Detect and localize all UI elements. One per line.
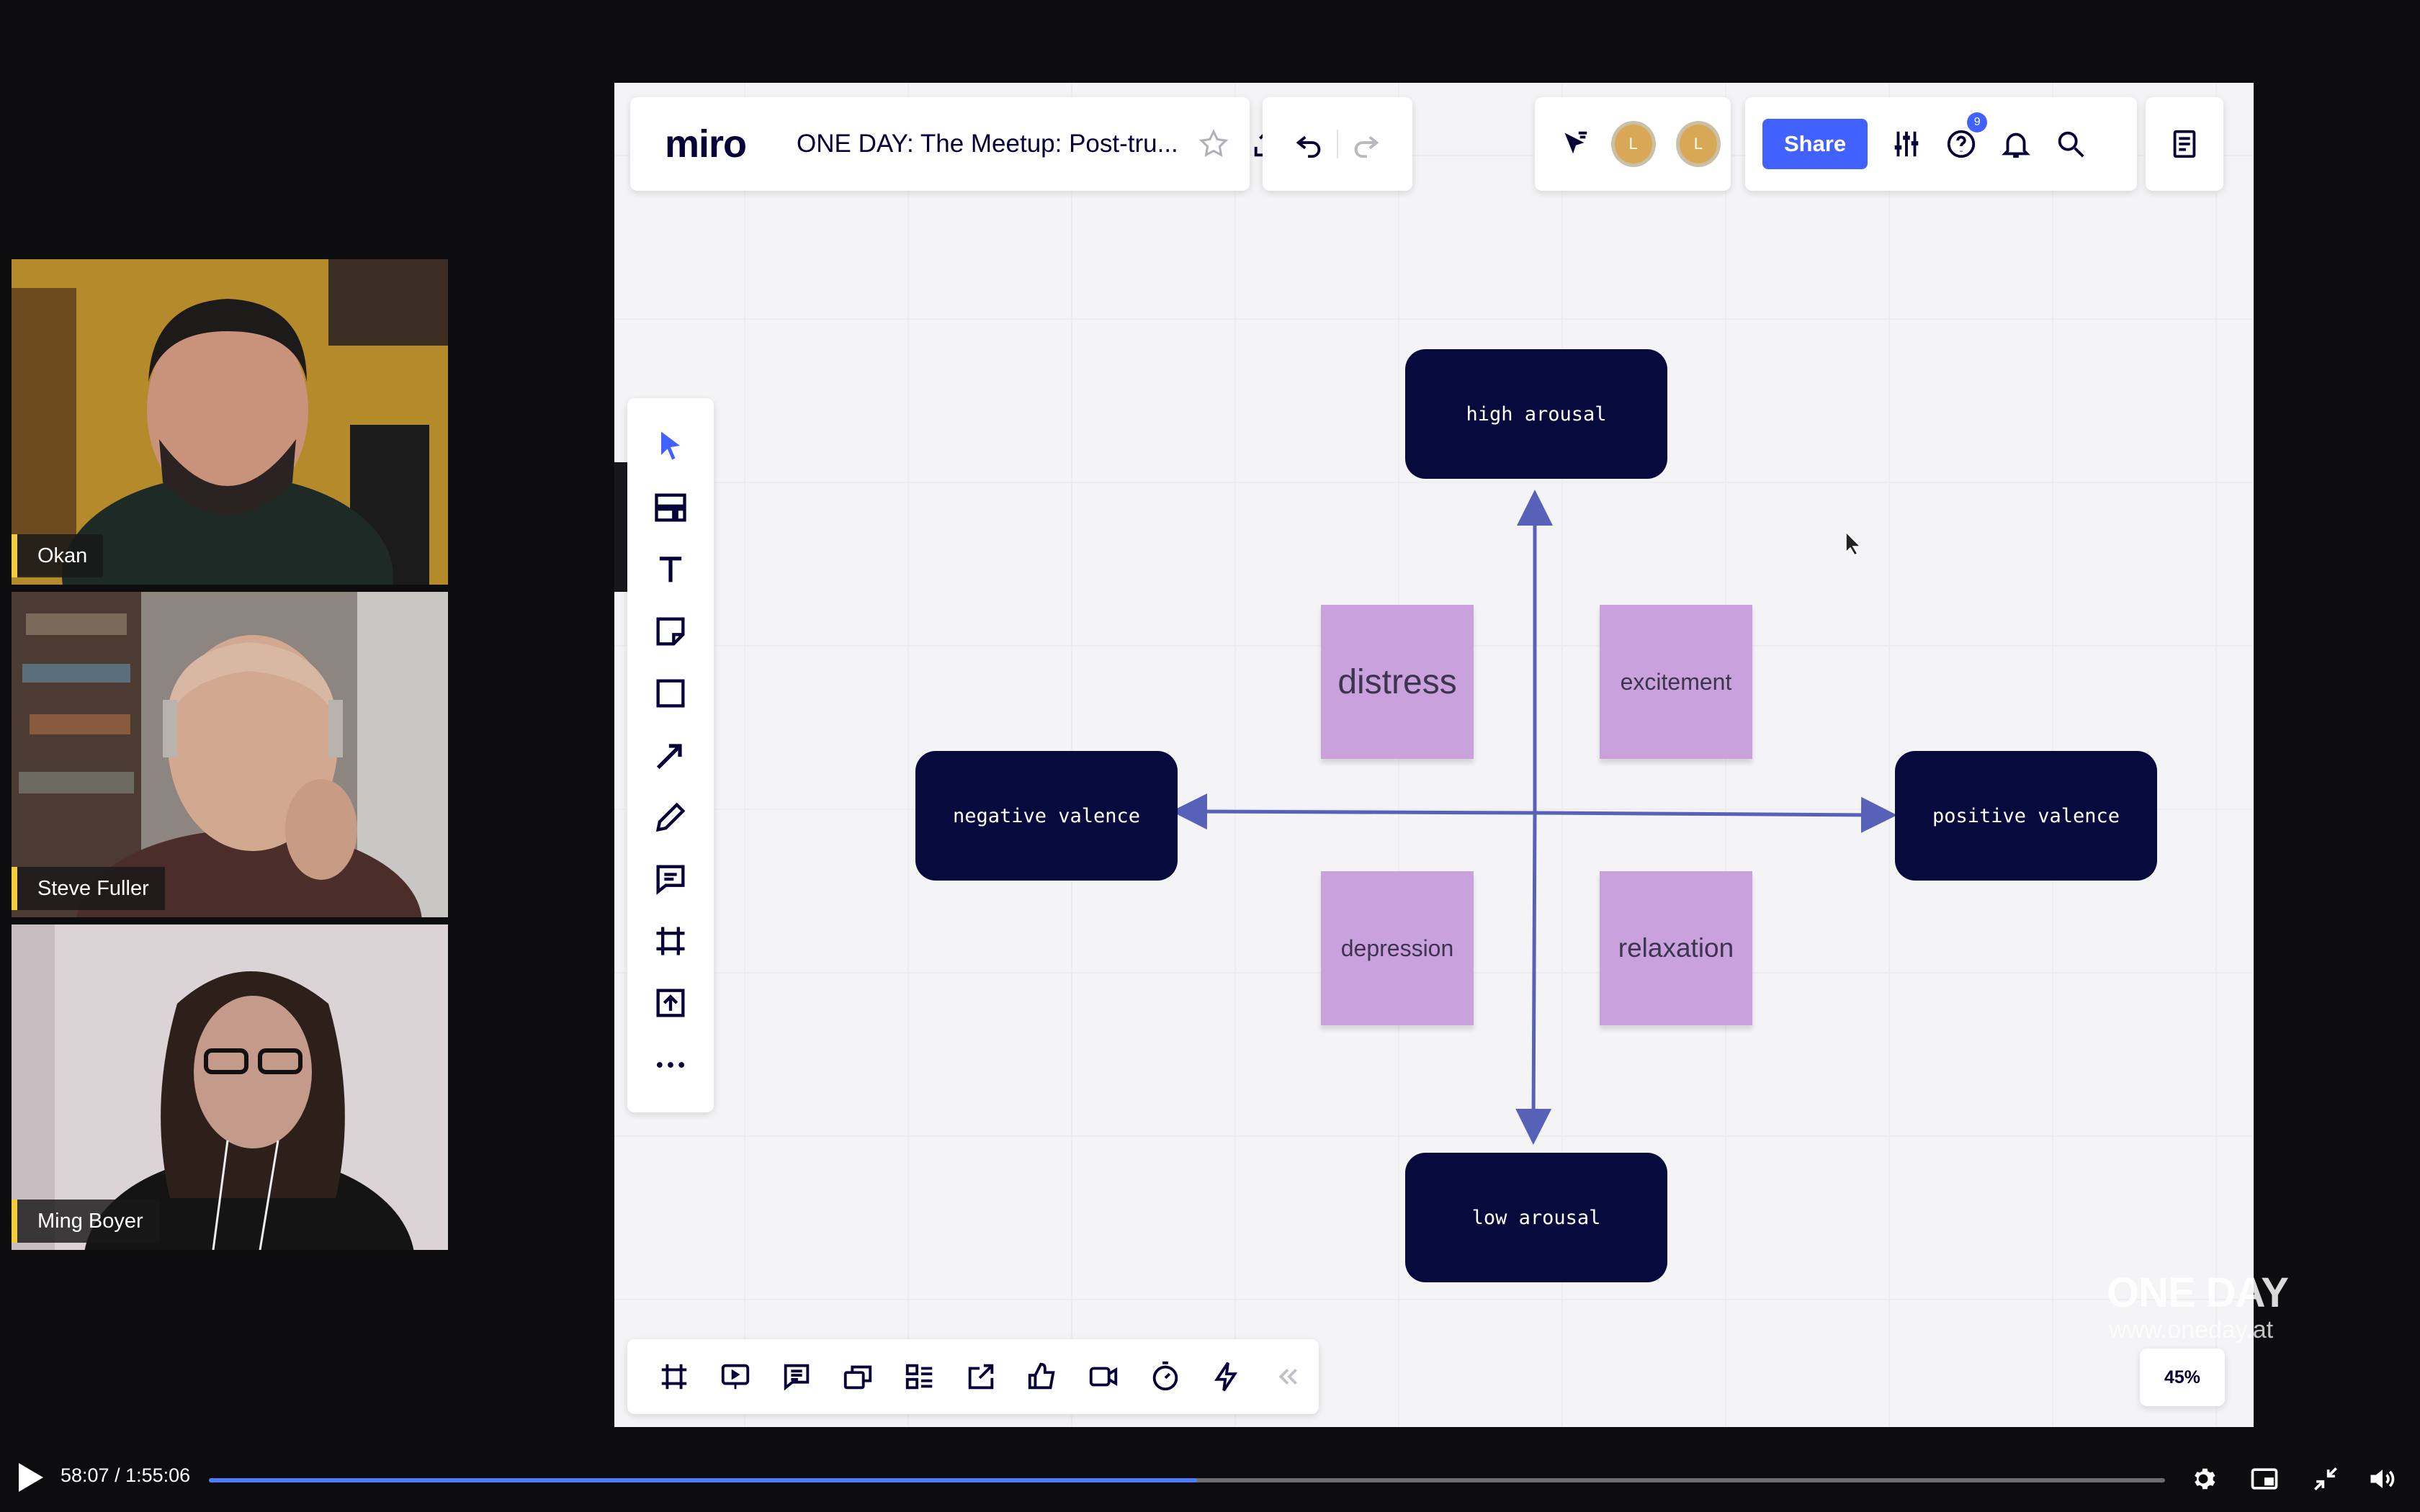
pen-icon[interactable] bbox=[643, 790, 698, 845]
miro-logo[interactable]: miro bbox=[665, 122, 747, 166]
picture-in-picture-icon[interactable] bbox=[2249, 1463, 2280, 1495]
category-negative-valence[interactable]: negative valence bbox=[915, 751, 1178, 881]
sticky-note-relaxation[interactable]: relaxation bbox=[1600, 871, 1752, 1025]
board-header-right: Share 9 bbox=[1745, 97, 2137, 191]
lightning-icon[interactable] bbox=[1196, 1349, 1257, 1404]
text-icon[interactable] bbox=[643, 542, 698, 597]
settings-sliders-icon[interactable] bbox=[1879, 117, 1934, 171]
pen-arrow-icon[interactable] bbox=[643, 728, 698, 783]
watermark-url: www.oneday.at bbox=[2109, 1316, 2274, 1344]
category-low-arousal[interactable]: low arousal bbox=[1405, 1153, 1667, 1282]
settings-gear-icon[interactable] bbox=[2187, 1463, 2219, 1495]
divider bbox=[1337, 130, 1338, 158]
sticky-note-distress[interactable]: distress bbox=[1321, 605, 1474, 759]
sticky-note-depression[interactable]: depression bbox=[1321, 871, 1474, 1025]
collapse-icon[interactable] bbox=[1258, 1349, 1319, 1404]
templates-icon[interactable] bbox=[643, 480, 698, 535]
cursor-filter-icon[interactable] bbox=[1548, 117, 1601, 171]
presentation-icon[interactable] bbox=[704, 1349, 766, 1404]
sidebar-collapse-handle[interactable] bbox=[614, 462, 627, 592]
volume-icon[interactable] bbox=[2367, 1463, 2398, 1495]
exit-fullscreen-icon[interactable] bbox=[2310, 1463, 2341, 1495]
kanban-icon[interactable] bbox=[889, 1349, 950, 1404]
participant-name: Steve Fuller bbox=[12, 867, 165, 910]
participant-tile-ming-boyer[interactable]: Ming Boyer bbox=[12, 924, 448, 1250]
timer-icon[interactable] bbox=[1134, 1349, 1196, 1404]
avatar[interactable]: L bbox=[1610, 121, 1656, 167]
more-icon[interactable] bbox=[643, 1038, 698, 1092]
board-header: miro ONE DAY: The Meetup: Post-tru... bbox=[630, 97, 1280, 191]
help-badge: 9 bbox=[1967, 112, 1988, 132]
seek-bar[interactable] bbox=[209, 1478, 2165, 1482]
history-controls bbox=[1263, 97, 1412, 191]
collaborators-bar: L L bbox=[1535, 97, 1731, 191]
screen-share-icon[interactable] bbox=[950, 1349, 1011, 1404]
voting-icon[interactable] bbox=[1012, 1349, 1073, 1404]
cards-icon[interactable] bbox=[828, 1349, 889, 1404]
redo-icon[interactable] bbox=[1338, 117, 1393, 171]
play-icon[interactable] bbox=[16, 1462, 45, 1493]
sticky-note-icon[interactable] bbox=[643, 604, 698, 659]
notes-panel bbox=[2146, 97, 2223, 191]
frame-icon[interactable] bbox=[643, 914, 698, 968]
participant-name: Ming Boyer bbox=[12, 1200, 159, 1243]
bell-icon[interactable] bbox=[1989, 117, 2043, 171]
participant-video-okan bbox=[12, 259, 448, 585]
category-positive-valence[interactable]: positive valence bbox=[1895, 751, 2157, 881]
collaboration-toolbar bbox=[627, 1339, 1319, 1414]
board-title[interactable]: ONE DAY: The Meetup: Post-tru... bbox=[797, 130, 1178, 158]
search-icon[interactable] bbox=[2043, 117, 2098, 171]
undo-icon[interactable] bbox=[1282, 117, 1337, 171]
participant-name: Okan bbox=[12, 534, 104, 577]
participant-video-ming-boyer bbox=[12, 924, 448, 1250]
miro-board[interactable]: miro ONE DAY: The Meetup: Post-tru... L … bbox=[614, 83, 2254, 1427]
notes-icon[interactable] bbox=[2157, 117, 2212, 171]
zoom-level[interactable]: 45% bbox=[2140, 1349, 2225, 1406]
shape-icon[interactable] bbox=[643, 666, 698, 721]
time-display: 58:07 / 1:55:06 bbox=[60, 1464, 191, 1486]
avatar[interactable]: L bbox=[1675, 121, 1721, 167]
participant-tile-okan[interactable]: Okan bbox=[12, 259, 448, 585]
select-icon[interactable] bbox=[643, 418, 698, 473]
category-high-arousal[interactable]: high arousal bbox=[1405, 349, 1667, 479]
star-icon[interactable] bbox=[1197, 117, 1230, 171]
help-icon[interactable]: 9 bbox=[1934, 112, 1989, 171]
seek-bar-progress bbox=[209, 1478, 1197, 1482]
creation-toolbar bbox=[627, 398, 714, 1112]
upload-icon[interactable] bbox=[643, 976, 698, 1030]
frames-icon[interactable] bbox=[643, 1349, 704, 1404]
sticky-note-excitement[interactable]: excitement bbox=[1600, 605, 1752, 759]
mouse-cursor-icon bbox=[1845, 531, 1862, 555]
video-icon[interactable] bbox=[1073, 1349, 1134, 1404]
watermark-brand: ONE DAY bbox=[2107, 1269, 2289, 1316]
participant-tile-steve-fuller[interactable]: Steve Fuller bbox=[12, 592, 448, 917]
share-button[interactable]: Share bbox=[1762, 119, 1868, 169]
comments-list-icon[interactable] bbox=[766, 1349, 828, 1404]
comment-icon[interactable] bbox=[643, 852, 698, 906]
